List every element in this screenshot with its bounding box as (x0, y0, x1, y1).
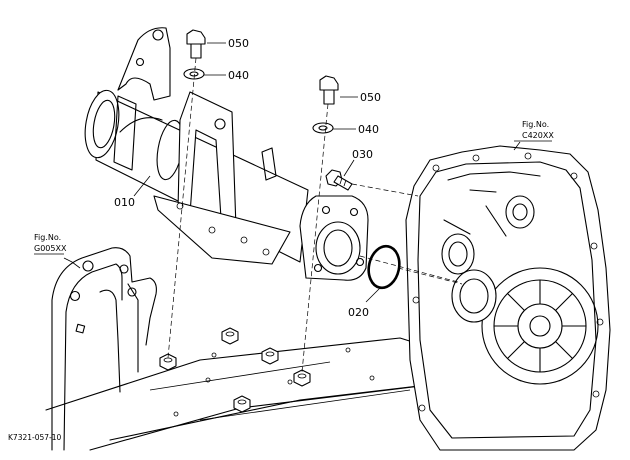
callout-040-top: 040 (228, 69, 249, 82)
leader-lines (63, 42, 521, 303)
washer-040-mid (312, 122, 334, 134)
transmission-case (405, 145, 611, 451)
nut-d (293, 369, 311, 387)
fig-ref-right-number: C420XX (522, 131, 554, 140)
callout-050-mid: 050 (360, 91, 381, 104)
callout-050-top: 050 (228, 37, 249, 50)
drawing-code: K7321-057-10 (8, 433, 62, 442)
shaft-housing (84, 27, 369, 281)
fig-ref-left-number: G005XX (34, 244, 67, 253)
fig-ref-left: Fig.No. G005XX (34, 233, 67, 255)
callout-030: 030 (352, 148, 373, 161)
o-ring-020 (367, 244, 401, 290)
nut-c (261, 347, 279, 365)
callout-010: 010 (114, 196, 135, 209)
left-frame (45, 247, 471, 451)
callout-040-mid: 040 (358, 123, 379, 136)
callout-020: 020 (348, 306, 369, 319)
assembly-lines (167, 57, 463, 373)
nut-b (221, 327, 239, 345)
nut-a (159, 353, 177, 371)
bolt-050-mid (319, 75, 339, 105)
bolt-030 (325, 169, 353, 191)
fig-ref-right: Fig.No. C420XX (514, 120, 554, 142)
nut-e (233, 395, 251, 413)
fig-ref-right-label: Fig.No. (522, 120, 549, 129)
bolt-050-top (186, 29, 206, 59)
fig-ref-left-label: Fig.No. (34, 233, 61, 242)
weld-nuts (159, 327, 311, 413)
washer-040-top (183, 68, 205, 80)
